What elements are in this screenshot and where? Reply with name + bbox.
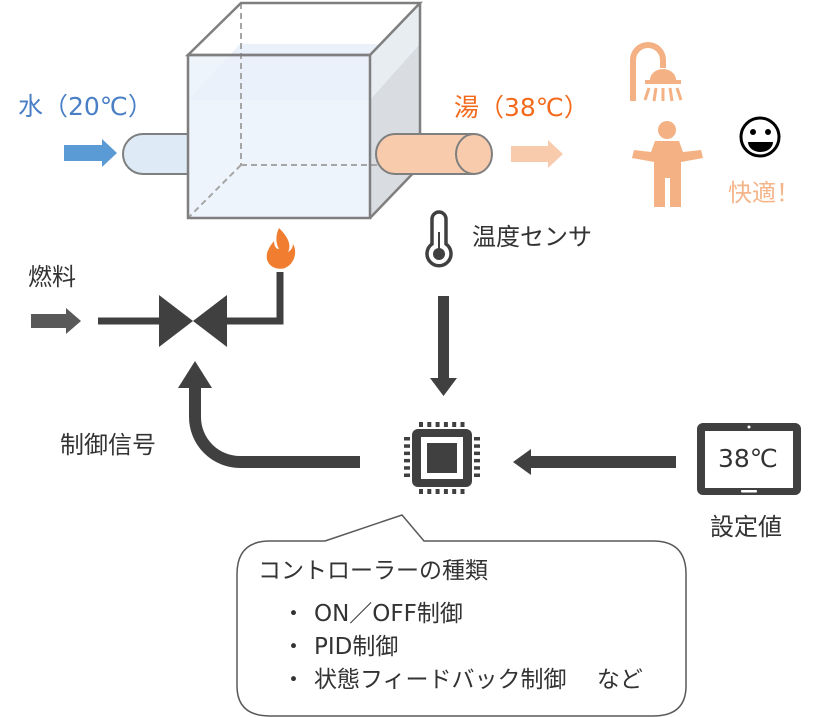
list-item: ・ PID制御 [282,631,643,664]
setpoint-tablet [697,423,801,495]
list-item: ・ ON／OFF制御 [282,598,643,631]
chip-pin [404,437,410,441]
controller-types-list: ・ON／OFF制御 ・PID制御 ・状態フィードバック制御 など [282,598,643,697]
thermometer-icon [425,210,453,268]
cpu-chip-icon [404,422,480,494]
sensor-signal-arrow [430,296,457,396]
shower-icon [630,42,683,102]
chip-pin [427,489,432,494]
chip-pin [474,451,480,456]
chip-pin [474,437,480,441]
water-inlet-arrow [64,139,117,167]
temperature-sensor-label: 温度センサ [472,223,592,251]
outlet-pipe [375,133,493,175]
list-item: ・状態フィードバック制御 など [282,664,643,697]
chip-pin [443,422,448,427]
fuel-label: 燃料 [28,263,76,291]
person-icon [632,121,703,207]
chip-pin [419,489,423,494]
chip-pin [474,473,480,477]
chip-pin [474,458,480,463]
setpoint-display-value: 38℃ [718,444,778,473]
controller-type-text: PID制御 [314,634,399,660]
hot-water-outlet-arrow [511,140,563,168]
controller-types-title: コントローラーの種類 [258,558,488,584]
setpoint-label: 設定値 [710,513,782,541]
comfort-label: 快適！ [728,179,800,207]
bullet: ・ [282,667,305,693]
control-signal-label: 制御信号 [60,431,156,459]
chip-pin [404,473,410,477]
chip-pin [460,489,465,494]
burner-feed-line [226,272,284,325]
setpoint-signal-arrow [513,449,676,475]
controller-type-text: 状態フィードバック制御 など [314,667,643,693]
chip-pin [452,422,457,427]
controller-types-bubble [236,514,687,717]
hot-water-label: 湯（38℃） [454,93,589,122]
smiley-icon [739,116,781,158]
chip-pin [435,422,440,427]
valve-icon [159,295,227,347]
water-tank [184,1,423,220]
chip-pin [427,422,432,427]
controller-type-text: ON／OFF制御 [314,601,463,627]
chip-pin [443,489,448,494]
chip-pin [474,444,480,448]
bullet: ・ [282,634,305,660]
water-inlet-label: 水（20℃） [18,92,153,121]
chip-pin [404,466,410,470]
bullet: ・ [282,601,305,627]
chip-pin [419,422,423,427]
chip-pin [435,489,440,494]
chip-pin [404,458,410,463]
chip-pin [460,422,465,427]
chip-pin [452,489,457,494]
control-signal-arrow [178,361,360,468]
flame-icon [266,228,296,269]
inlet-pipe [122,133,189,175]
fuel-arrow [31,308,81,334]
chip-pin [404,451,410,456]
chip-pin [404,444,410,448]
chip-pin [474,466,480,470]
